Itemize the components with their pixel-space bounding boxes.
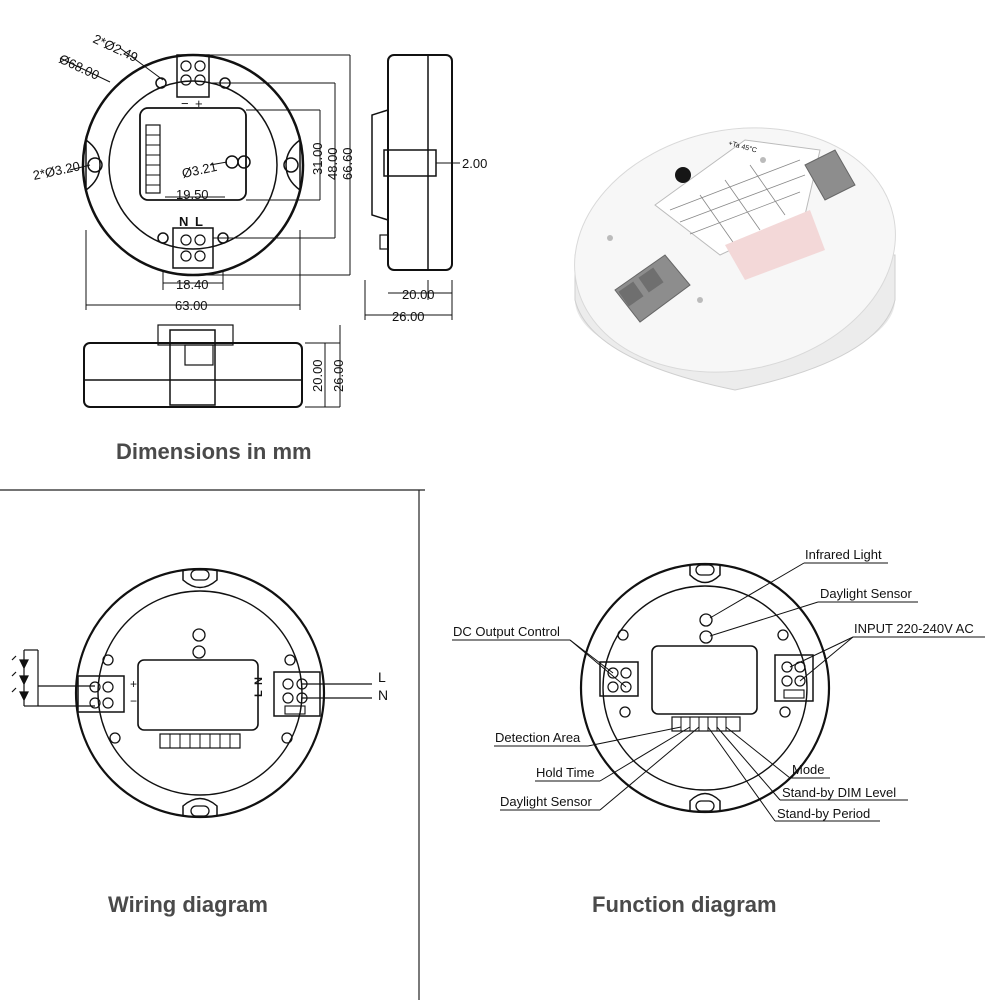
dim-bottom-20: 20.00 — [310, 359, 325, 392]
dim-h48: 48.00 — [325, 147, 340, 180]
wiring-term-plus: + — [130, 677, 137, 691]
left-ear — [85, 138, 101, 192]
dim-sensor-dia: Ø3.21 — [181, 159, 219, 181]
term-n: N — [179, 214, 188, 229]
callout-mode: Mode — [792, 762, 825, 777]
wiring-line-l: L — [378, 669, 386, 685]
product-photo: +Ta 45°C — [574, 127, 896, 391]
function-drawing — [452, 562, 985, 822]
dim-h31: 31.00 — [310, 142, 325, 175]
dimension-labels: 2*Ø2.49 Ø68.00 2*Ø3.20 Ø3.21 19.50 18.40… — [32, 31, 488, 392]
inner-ring — [108, 80, 278, 250]
term-plus: + — [195, 96, 203, 111]
dim-bottom-26: 26.00 — [331, 359, 346, 392]
bottom-view — [83, 324, 341, 408]
top-terminal — [176, 54, 210, 98]
wiring-housing — [74, 567, 326, 819]
wiring-drawing — [11, 567, 372, 819]
callout-leaders — [452, 562, 985, 822]
term-l: L — [195, 214, 203, 229]
dim-h66: 66.60 — [340, 147, 355, 180]
dim-hole-small: 2*Ø2.49 — [91, 31, 141, 65]
wiring-term-n: N — [253, 677, 265, 685]
callout-standby-period: Stand-by Period — [777, 806, 870, 821]
function-labels: Infrared Light Daylight Sensor DC Output… — [453, 547, 974, 821]
caption-wiring: Wiring diagram — [108, 892, 268, 917]
term-minus: − — [181, 96, 189, 111]
right-ear — [285, 138, 301, 192]
callout-input: INPUT 220-240V AC — [854, 621, 974, 636]
photo-terminal-right — [804, 149, 856, 201]
callout-dc-output: DC Output Control — [453, 624, 560, 639]
function-housing — [579, 562, 831, 814]
callout-daylight-top: Daylight Sensor — [820, 586, 912, 601]
wiring-labels: L N N L − + — [130, 669, 388, 708]
wiring-term-l: L — [253, 690, 265, 697]
dim-side-20: 20.00 — [402, 287, 435, 302]
wiring-line-n: N — [378, 687, 388, 703]
function-module — [651, 645, 758, 715]
ir-sensor — [675, 167, 691, 183]
dim-hole-large: 2*Ø3.20 — [32, 158, 82, 183]
callout-detection: Detection Area — [495, 730, 581, 745]
side-view — [364, 54, 460, 320]
dimension-drawing — [59, 47, 460, 408]
wiring-term-minus: − — [130, 694, 137, 708]
caption-function: Function diagram — [592, 892, 777, 917]
function-dc-terminal — [599, 661, 639, 697]
bottom-terminal — [172, 227, 214, 269]
daylight-window — [725, 210, 825, 280]
dim-outer-dia: Ø68.00 — [57, 51, 102, 83]
dim-width-63: 63.00 — [175, 298, 208, 313]
center-module — [139, 107, 247, 201]
dim-side-2: 2.00 — [462, 156, 487, 171]
function-ac-terminal — [774, 654, 814, 702]
caption-dimensions: Dimensions in mm — [116, 439, 312, 464]
wiring-dc-terminal — [77, 675, 125, 713]
callout-daylight-bottom: Daylight Sensor — [500, 794, 592, 809]
callout-infrared: Infrared Light — [805, 547, 882, 562]
dim-width-18: 18.40 — [176, 277, 209, 292]
wiring-module — [137, 659, 259, 731]
callout-hold: Hold Time — [536, 765, 595, 780]
wiring-ac-terminal — [273, 671, 321, 717]
dim-side-26: 26.00 — [392, 309, 425, 324]
panel-dividers — [0, 489, 425, 1000]
led-load — [11, 649, 95, 707]
callout-standby-dim: Stand-by DIM Level — [782, 785, 896, 800]
dim-width-19: 19.50 — [176, 187, 209, 202]
